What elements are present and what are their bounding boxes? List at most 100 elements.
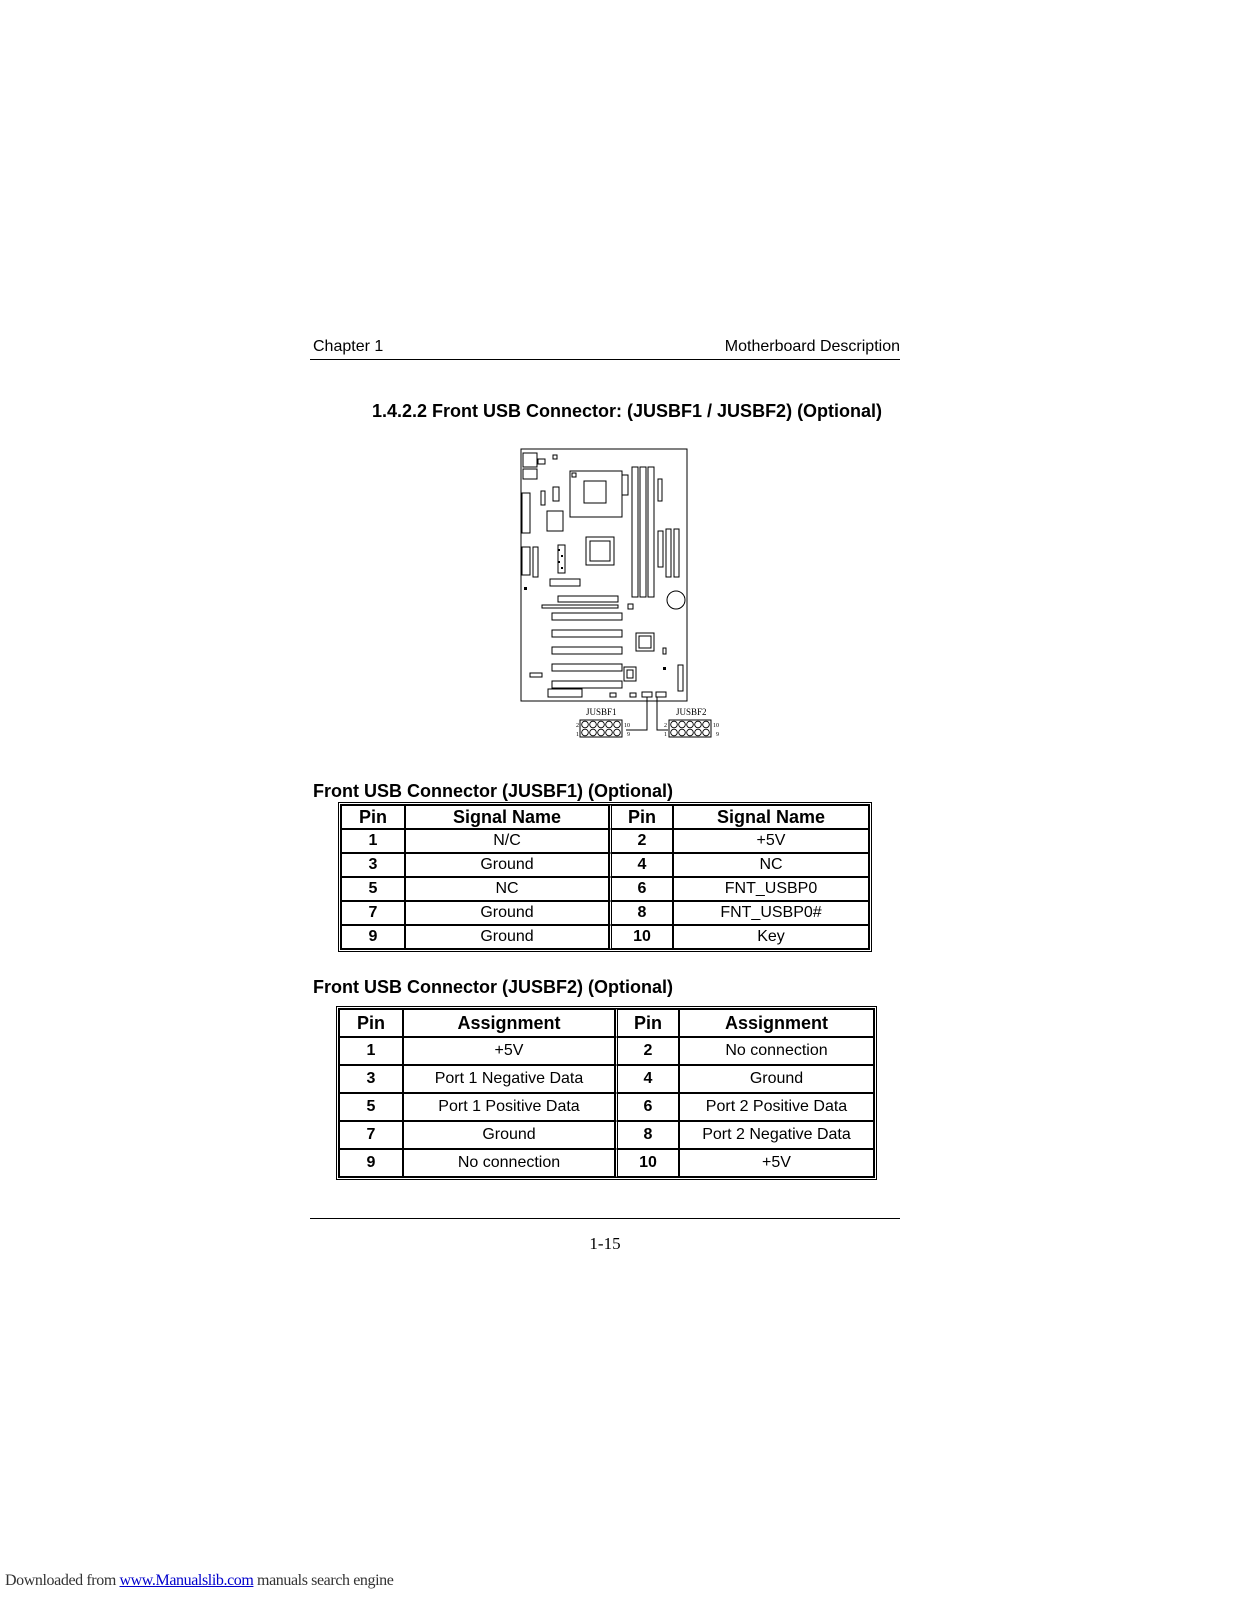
section-label: Motherboard Description — [724, 338, 900, 355]
header-rule — [310, 359, 900, 360]
pin-cell: 7 — [339, 1121, 403, 1149]
pci-slot — [551, 680, 623, 689]
signal-cell: Ground — [405, 853, 609, 877]
pin-cell: 9 — [341, 925, 405, 949]
pin-cell: 2 — [609, 829, 673, 853]
table2-title: Front USB Connector (JUSBF2) (Optional) — [313, 977, 673, 997]
download-prefix: Downloaded from — [5, 1572, 120, 1589]
signal-cell: Ground — [405, 925, 609, 949]
jusbf1-connector: JUSBF1 2 1 10 9 — [576, 707, 630, 738]
column-header: Pin — [341, 805, 405, 829]
table-row: 1 +5V 2 No connection — [339, 1037, 874, 1065]
signal-cell: Ground — [405, 901, 609, 925]
assignment-cell: +5V — [679, 1149, 874, 1177]
svg-text:9: 9 — [627, 732, 630, 738]
svg-text:1: 1 — [576, 732, 579, 738]
pin-cell: 3 — [339, 1065, 403, 1093]
footer-rule — [310, 1218, 900, 1219]
pci-slot — [551, 663, 623, 672]
column-header: Pin — [339, 1009, 403, 1037]
table1-title: Front USB Connector (JUSBF1) (Optional) — [313, 781, 673, 801]
pin-cell: 3 — [341, 853, 405, 877]
signal-cell: FNT_USBP0# — [673, 901, 869, 925]
pin-cell: 4 — [615, 1065, 679, 1093]
download-suffix: manuals search engine — [253, 1572, 394, 1589]
pin-cell: 5 — [341, 877, 405, 901]
svg-text:2: 2 — [576, 723, 579, 729]
pin-cell: 10 — [615, 1149, 679, 1177]
table-header-row: Pin Assignment Pin Assignment — [339, 1009, 874, 1037]
agp-slot — [557, 595, 619, 603]
board-outline — [520, 448, 688, 702]
pin-cell: 6 — [615, 1093, 679, 1121]
jusbf2-pin-table: Pin Assignment Pin Assignment 1 +5V 2 No… — [336, 1006, 877, 1180]
column-header: Assignment — [403, 1009, 615, 1037]
northbridge-chip — [585, 536, 615, 566]
svg-text:2: 2 — [664, 723, 667, 729]
assignment-cell: No connection — [679, 1037, 874, 1065]
pin-cell: 8 — [609, 901, 673, 925]
table-row: 3 Ground 4 NC — [341, 853, 869, 877]
pin-cell: 1 — [341, 829, 405, 853]
table-row: 5 NC 6 FNT_USBP0 — [341, 877, 869, 901]
chapter-label: Chapter 1 — [313, 338, 384, 355]
signal-cell: Key — [673, 925, 869, 949]
pin-cell: 4 — [609, 853, 673, 877]
signal-cell: +5V — [673, 829, 869, 853]
pin-cell: 2 — [615, 1037, 679, 1065]
assignment-cell: Port 1 Negative Data — [403, 1065, 615, 1093]
assignment-cell: Port 1 Positive Data — [403, 1093, 615, 1121]
pci-slot — [551, 629, 623, 638]
assignment-cell: Port 2 Negative Data — [679, 1121, 874, 1149]
manualslib-link[interactable]: www.Manualslib.com — [119, 1572, 254, 1589]
table-row: 9 Ground 10 Key — [341, 925, 869, 949]
pin-cell: 6 — [609, 877, 673, 901]
table-row: 9 No connection 10 +5V — [339, 1149, 874, 1177]
jusbf1-pin-table: Pin Signal Name Pin Signal Name 1 N/C 2 … — [338, 802, 872, 952]
column-header: Signal Name — [673, 805, 869, 829]
motherboard-diagram: JUSBF1 2 1 10 9 JUSBF2 2 1 10 9 — [520, 448, 719, 738]
pci-slot — [551, 612, 623, 621]
jusbf2-label: JUSBF2 — [676, 707, 707, 717]
column-header: Assignment — [679, 1009, 874, 1037]
column-header: Signal Name — [405, 805, 609, 829]
battery — [666, 590, 686, 610]
signal-cell: NC — [673, 853, 869, 877]
table-row: 1 N/C 2 +5V — [341, 829, 869, 853]
table-row: 5 Port 1 Positive Data 6 Port 2 Positive… — [339, 1093, 874, 1121]
pin-cell: 7 — [341, 901, 405, 925]
assignment-cell: Port 2 Positive Data — [679, 1093, 874, 1121]
svg-text:10: 10 — [713, 723, 719, 729]
pin-cell: 10 — [609, 925, 673, 949]
pin-cell: 5 — [339, 1093, 403, 1121]
dimm-slot — [647, 466, 655, 598]
svg-text:1: 1 — [664, 732, 667, 738]
jusbf2-leader — [656, 697, 668, 731]
pci-slot — [551, 646, 623, 655]
cpu-socket — [569, 470, 623, 518]
column-header: Pin — [615, 1009, 679, 1037]
jusbf2-connector: JUSBF2 2 1 10 9 — [664, 707, 719, 738]
assignment-cell: No connection — [403, 1149, 615, 1177]
jusbf1-label: JUSBF1 — [586, 707, 617, 717]
pin-cell: 9 — [339, 1149, 403, 1177]
southbridge-chip — [635, 632, 655, 652]
table-header-row: Pin Signal Name Pin Signal Name — [341, 805, 869, 829]
assignment-cell: Ground — [403, 1121, 615, 1149]
dimm-slot — [631, 466, 639, 598]
column-header: Pin — [609, 805, 673, 829]
download-credit: Downloaded from www.Manualslib.com manua… — [5, 1572, 394, 1590]
jusbf1-leader — [626, 697, 648, 731]
pin-cell: 8 — [615, 1121, 679, 1149]
page-number: 1-15 — [589, 1234, 621, 1253]
dimm-slot — [639, 466, 647, 598]
table-row: 3 Port 1 Negative Data 4 Ground — [339, 1065, 874, 1093]
table-row: 7 Ground 8 Port 2 Negative Data — [339, 1121, 874, 1149]
signal-cell: NC — [405, 877, 609, 901]
signal-cell: FNT_USBP0 — [673, 877, 869, 901]
svg-text:9: 9 — [716, 732, 719, 738]
assignment-cell: Ground — [679, 1065, 874, 1093]
svg-text:10: 10 — [624, 723, 630, 729]
table-row: 7 Ground 8 FNT_USBP0# — [341, 901, 869, 925]
signal-cell: N/C — [405, 829, 609, 853]
